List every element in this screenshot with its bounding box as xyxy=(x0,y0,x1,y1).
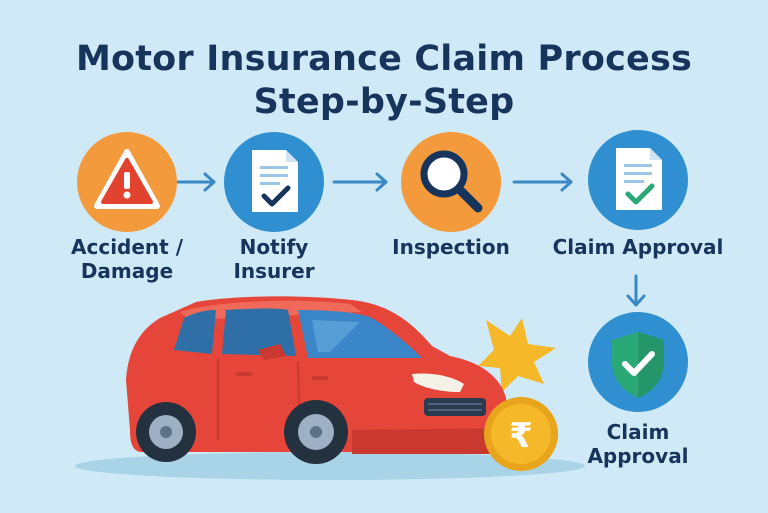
step-2-label: Notify Insurer xyxy=(214,235,334,283)
title-line-1: Motor Insurance Claim Process xyxy=(0,39,768,79)
step-5-label-line-2: Approval xyxy=(578,444,698,468)
arrow-3-to-4 xyxy=(514,174,571,190)
step-5-circle xyxy=(588,312,688,412)
document-check-icon xyxy=(616,148,662,210)
document-check-icon xyxy=(252,150,298,212)
rupee-coin: ₹ xyxy=(484,397,558,471)
step-5-label-line-1: Claim xyxy=(578,420,698,444)
step-2-circle xyxy=(224,132,324,232)
step-1-label-line-2: Damage xyxy=(62,259,192,283)
step-1-label: Accident / Damage xyxy=(62,235,192,283)
step-4-label-line-1: Claim Approval xyxy=(548,235,728,259)
step-1-label-line-1: Accident / xyxy=(62,235,192,259)
rupee-symbol: ₹ xyxy=(509,416,533,456)
step-5-label: Claim Approval xyxy=(578,420,698,468)
step-2-label-line-2: Insurer xyxy=(214,259,334,283)
step-1-circle xyxy=(77,132,177,232)
title-line-2: Step-by-Step xyxy=(0,82,768,122)
arrow-2-to-3 xyxy=(334,174,386,190)
step-2-label-line-1: Notify xyxy=(214,235,334,259)
step-3-label: Inspection xyxy=(381,235,521,259)
arrow-4-to-5 xyxy=(628,276,644,305)
red-car-illustration xyxy=(126,296,508,464)
step-4-circle xyxy=(588,130,688,230)
step-4-label: Claim Approval xyxy=(548,235,728,259)
arrow-1-to-2 xyxy=(178,174,214,190)
step-3-label-line-1: Inspection xyxy=(381,235,521,259)
step-3-circle xyxy=(401,132,501,232)
